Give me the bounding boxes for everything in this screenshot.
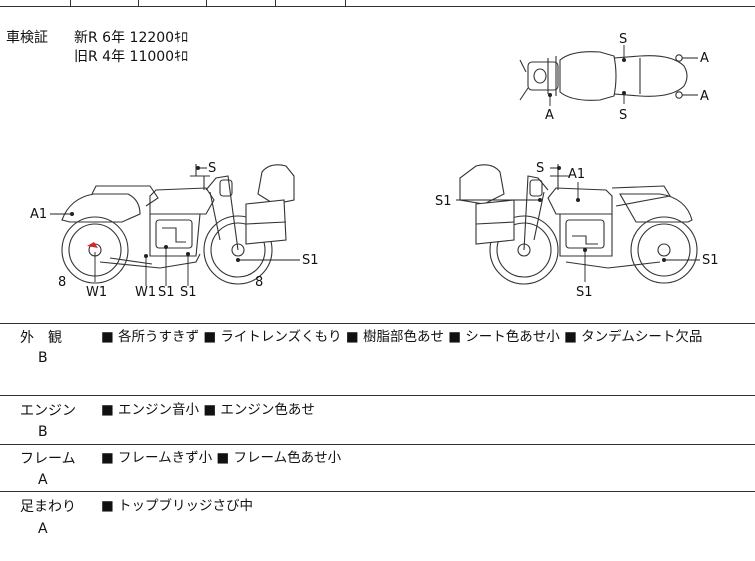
front-fork bbox=[205, 175, 239, 251]
section-grade-frame: A bbox=[38, 472, 48, 488]
seat-shape bbox=[613, 55, 688, 97]
label-left-w1: W1 bbox=[86, 285, 107, 300]
col-divider bbox=[206, 0, 207, 6]
top-view: S A A A S bbox=[519, 32, 709, 123]
label-left-a1: A1 bbox=[30, 207, 47, 222]
headlight-shape bbox=[533, 68, 547, 84]
label-left-s: S bbox=[208, 161, 216, 176]
section-divider bbox=[0, 444, 755, 445]
label-right-s: S bbox=[536, 161, 544, 176]
label-left-s1: S1 bbox=[180, 285, 197, 300]
handlebar bbox=[190, 175, 210, 190]
section-name-frame: フレーム bbox=[20, 451, 76, 467]
section-grade-engine: B bbox=[38, 424, 48, 440]
fuel-tank bbox=[547, 187, 613, 215]
section-notes-suspension: ■ トップブリッジさび中 bbox=[101, 498, 254, 514]
label-left-s1: S1 bbox=[158, 285, 175, 300]
label-top-a: A bbox=[700, 51, 709, 66]
front-wheel bbox=[203, 215, 273, 285]
windscreen bbox=[459, 164, 505, 205]
red-damage-mark bbox=[87, 242, 98, 248]
section-notes-frame: ■ フレームきず小 ■ フレーム色あせ小 bbox=[101, 450, 342, 466]
fork-shape bbox=[547, 56, 557, 96]
section-divider bbox=[0, 491, 755, 492]
right-side-view: S A1 S1 S1 S1 bbox=[435, 161, 719, 300]
section-grade-suspension: A bbox=[38, 521, 48, 537]
section-divider bbox=[0, 323, 755, 324]
col-divider bbox=[70, 0, 71, 6]
handlebar-shape bbox=[527, 61, 559, 91]
mirror-shape bbox=[519, 59, 529, 101]
label-top-s: S bbox=[619, 32, 627, 47]
tail-marker bbox=[675, 54, 683, 62]
label-left-8: 8 bbox=[255, 275, 263, 290]
section-grade-exterior: B bbox=[38, 350, 48, 366]
col-divider bbox=[345, 0, 346, 6]
col-divider bbox=[138, 0, 139, 6]
engine-block bbox=[559, 214, 613, 257]
left-side-view: S A1 8 W1 W1 S1 S1 8 S1 bbox=[30, 161, 319, 300]
section-name-engine: エンジン bbox=[20, 403, 76, 419]
inspection-new: 新R 6年 12200ｷﾛ bbox=[74, 30, 189, 46]
label-right-s1: S1 bbox=[435, 194, 452, 209]
front-fork bbox=[523, 175, 549, 251]
section-name-exterior: 外 観 bbox=[20, 330, 62, 346]
exhaust bbox=[99, 253, 201, 269]
inspection-old: 旧R 4年 11000ｷﾛ bbox=[74, 49, 189, 65]
label-left-8: 8 bbox=[58, 275, 66, 290]
fairing-box bbox=[245, 199, 287, 245]
col-divider bbox=[275, 0, 276, 6]
label-right-a1: A1 bbox=[568, 167, 585, 182]
label-right-s1: S1 bbox=[576, 285, 593, 300]
seat-top bbox=[611, 185, 671, 207]
section-divider bbox=[0, 395, 755, 396]
label-left-w1: W1 bbox=[135, 285, 156, 300]
engine-block bbox=[149, 213, 201, 257]
seat-top bbox=[91, 185, 159, 207]
label-top-a: A bbox=[700, 89, 709, 104]
exhaust bbox=[565, 261, 661, 269]
tank-shape bbox=[559, 51, 617, 101]
headlight bbox=[529, 179, 543, 197]
section-notes-engine: ■ エンジン音小 ■ エンジン色あせ bbox=[101, 402, 315, 418]
rear-wheel bbox=[630, 216, 698, 284]
front-wheel bbox=[489, 215, 559, 285]
fuel-tank bbox=[149, 187, 215, 215]
inspection-label: 車検証 bbox=[6, 30, 48, 46]
rear-fender-seat bbox=[61, 193, 141, 223]
label-right-s1: S1 bbox=[702, 253, 719, 268]
label-top-a: A bbox=[545, 108, 554, 123]
label-left-s1: S1 bbox=[302, 253, 319, 268]
tail-marker bbox=[675, 91, 683, 99]
fairing-box bbox=[475, 199, 515, 245]
headlight bbox=[219, 179, 233, 197]
damage-diagram: S A A A S bbox=[30, 32, 719, 300]
windscreen bbox=[257, 164, 295, 205]
rear-fender-seat bbox=[619, 193, 693, 223]
rear-wheel bbox=[61, 216, 129, 284]
section-name-suspension: 足まわり bbox=[20, 499, 76, 515]
label-top-s: S bbox=[619, 108, 627, 123]
header-row-border bbox=[0, 6, 755, 7]
section-notes-exterior: ■ 各所うすきず ■ ライトレンズくもり ■ 樹脂部色あせ ■ シート色あせ小 … bbox=[101, 329, 703, 345]
